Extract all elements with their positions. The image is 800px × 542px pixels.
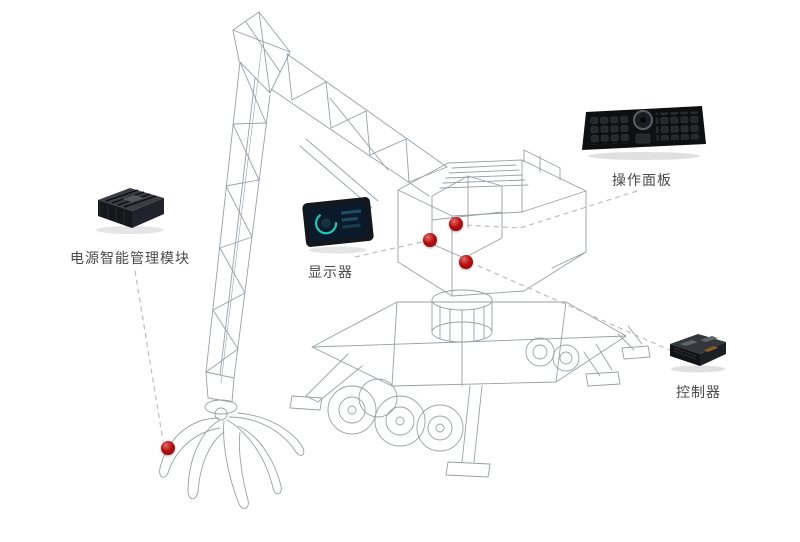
callout-operation-panel: 操作面板 bbox=[580, 98, 710, 190]
callout-label-controller: 控制器 bbox=[676, 384, 721, 400]
connector-line-controller bbox=[473, 263, 673, 352]
callout-label-power: 电源智能管理模块 bbox=[70, 250, 190, 266]
connector-line-panel bbox=[463, 190, 638, 229]
power-module-photo bbox=[96, 188, 164, 234]
connector-line-power bbox=[134, 270, 164, 442]
connector-line-display bbox=[354, 241, 423, 258]
hotspot-marker-controller[interactable] bbox=[459, 255, 473, 269]
hotspot-marker-grab[interactable] bbox=[161, 441, 175, 455]
callout-display: 显示器 bbox=[300, 192, 390, 282]
hotspot-marker-display[interactable] bbox=[423, 233, 437, 247]
callout-power-module: 电源智能管理模块 bbox=[70, 178, 210, 268]
controller-photo bbox=[670, 334, 726, 373]
callout-controller: 控制器 bbox=[664, 324, 744, 402]
callout-label-panel: 操作面板 bbox=[612, 172, 672, 188]
callout-label-display: 显示器 bbox=[308, 264, 353, 280]
hotspot-marker-panel[interactable] bbox=[449, 217, 463, 231]
keyboard-panel-photo bbox=[582, 106, 706, 160]
tablet-display-photo bbox=[302, 197, 374, 254]
